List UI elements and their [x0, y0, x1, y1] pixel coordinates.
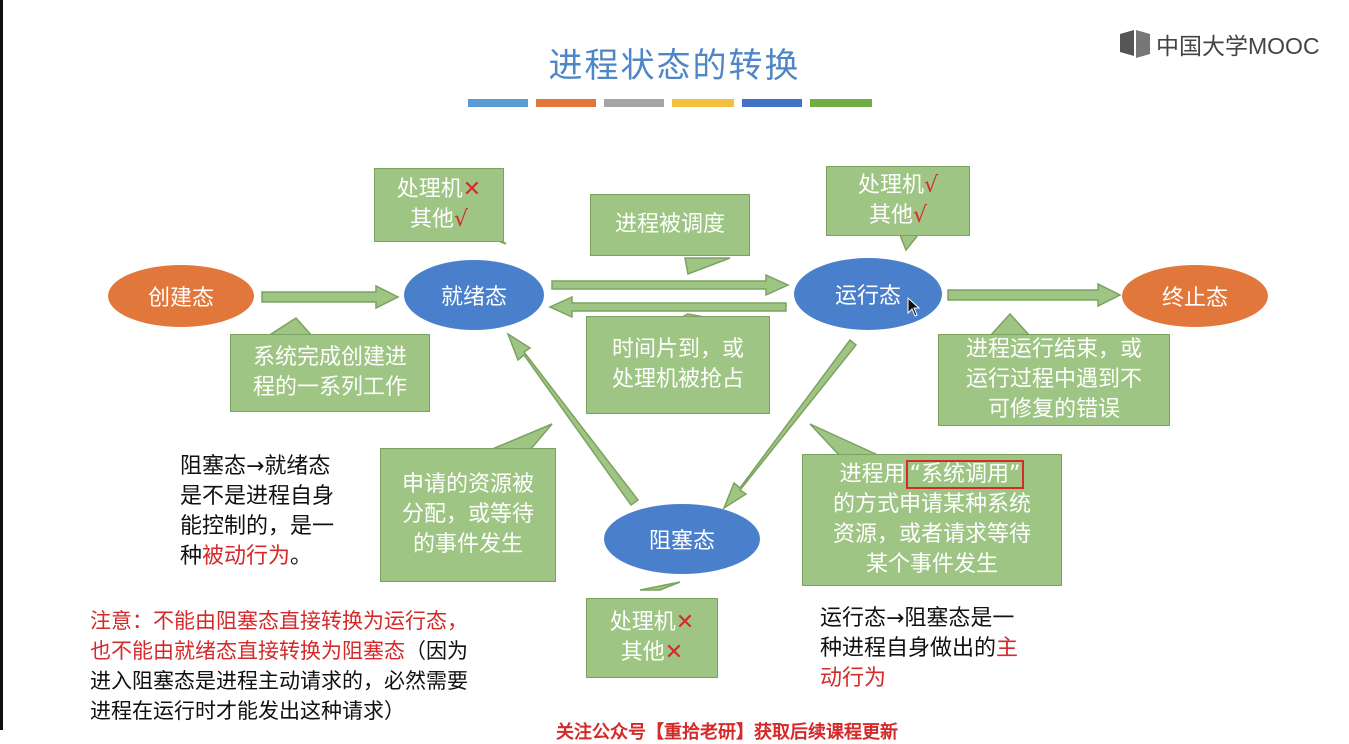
state-ready-label: 就绪态 [440, 285, 507, 310]
callout-pointer [809, 423, 881, 457]
callout-scheduled: 进程被调度 [590, 194, 750, 256]
mouse-cursor-icon [907, 297, 921, 317]
note-active: 运行态→阻塞态是一 种进程自身做出的主 动行为 [820, 606, 1019, 691]
cross-icon: ✕ [675, 610, 695, 635]
color-bar [742, 99, 802, 107]
callout-resource-allocated: 申请的资源被 分配，或等待 的事件发生 [380, 448, 556, 582]
color-bar [604, 99, 664, 107]
callout-pointer [489, 423, 553, 451]
callout-create-done: 系统完成创建进 程的一系列工作 [230, 334, 430, 412]
state-blocked-label: 阻塞态 [648, 529, 715, 554]
arrow-ready-to-running [551, 273, 790, 297]
state-terminated: 终止态 [1122, 265, 1268, 327]
arrow-running-to-terminated [947, 282, 1122, 308]
callout-running-resources: 处理机√ 其他√ [826, 166, 970, 236]
state-ready: 就绪态 [404, 260, 544, 330]
color-bar [536, 99, 596, 107]
callout-timeslice: 时间片到，或 处理机被抢占 [586, 316, 770, 414]
arrow-blocked-to-ready [506, 332, 640, 507]
note-warning: 注意：不能由阻塞态直接转换为运行态， 也不能由就绪态直接转换为阻塞态（因为 进入… [90, 609, 468, 723]
callout-syscall: 进程用“系统调用” 的方式申请某种系统 资源，或者请求等待 某个事件发生 [802, 454, 1062, 586]
mooc-logo: 中国大学MOOC [1118, 26, 1320, 62]
state-created: 创建态 [108, 265, 254, 327]
callout-pointer [639, 581, 681, 591]
state-terminated-label: 终止态 [1161, 286, 1228, 311]
syscall-highlight: “系统调用” [905, 460, 1025, 489]
slide-title: 进程状态的转换 [548, 46, 801, 86]
cross-icon: ✕ [664, 640, 684, 665]
window-edge [0, 0, 3, 730]
callout-pointer [684, 257, 731, 276]
callout-terminate: 进程运行结束，或 运行过程中遇到不 可修复的错误 [938, 334, 1170, 426]
state-running: 运行态 [794, 258, 942, 330]
check-icon: √ [923, 173, 939, 198]
book-icon [1120, 30, 1150, 58]
color-bar [810, 99, 872, 107]
cross-icon: ✕ [462, 177, 482, 202]
arrow-create-to-ready [261, 284, 400, 310]
arrow-running-to-blocked [722, 338, 858, 510]
state-created-label: 创建态 [147, 286, 214, 311]
bottom-promo-text: 关注公众号【重拾老研】获取后续课程更新 [556, 722, 898, 743]
check-icon: √ [453, 207, 469, 232]
color-bar [672, 99, 734, 107]
callout-blocked-resources: 处理机✕ 其他✕ [586, 598, 718, 678]
callout-pointer [988, 312, 1032, 337]
note-passive: 阻塞态→就绪态 是不是进程自身 能控制的，是一 种被动行为。 [180, 454, 335, 569]
check-icon: √ [912, 203, 928, 228]
logo-text: 中国大学MOOC [1156, 33, 1320, 59]
state-blocked: 阻塞态 [604, 504, 760, 574]
state-running-label: 运行态 [834, 284, 901, 309]
callout-ready-resources: 处理机✕ 其他√ [374, 168, 504, 242]
color-bar [468, 99, 528, 107]
arrow-running-to-ready [548, 295, 787, 319]
